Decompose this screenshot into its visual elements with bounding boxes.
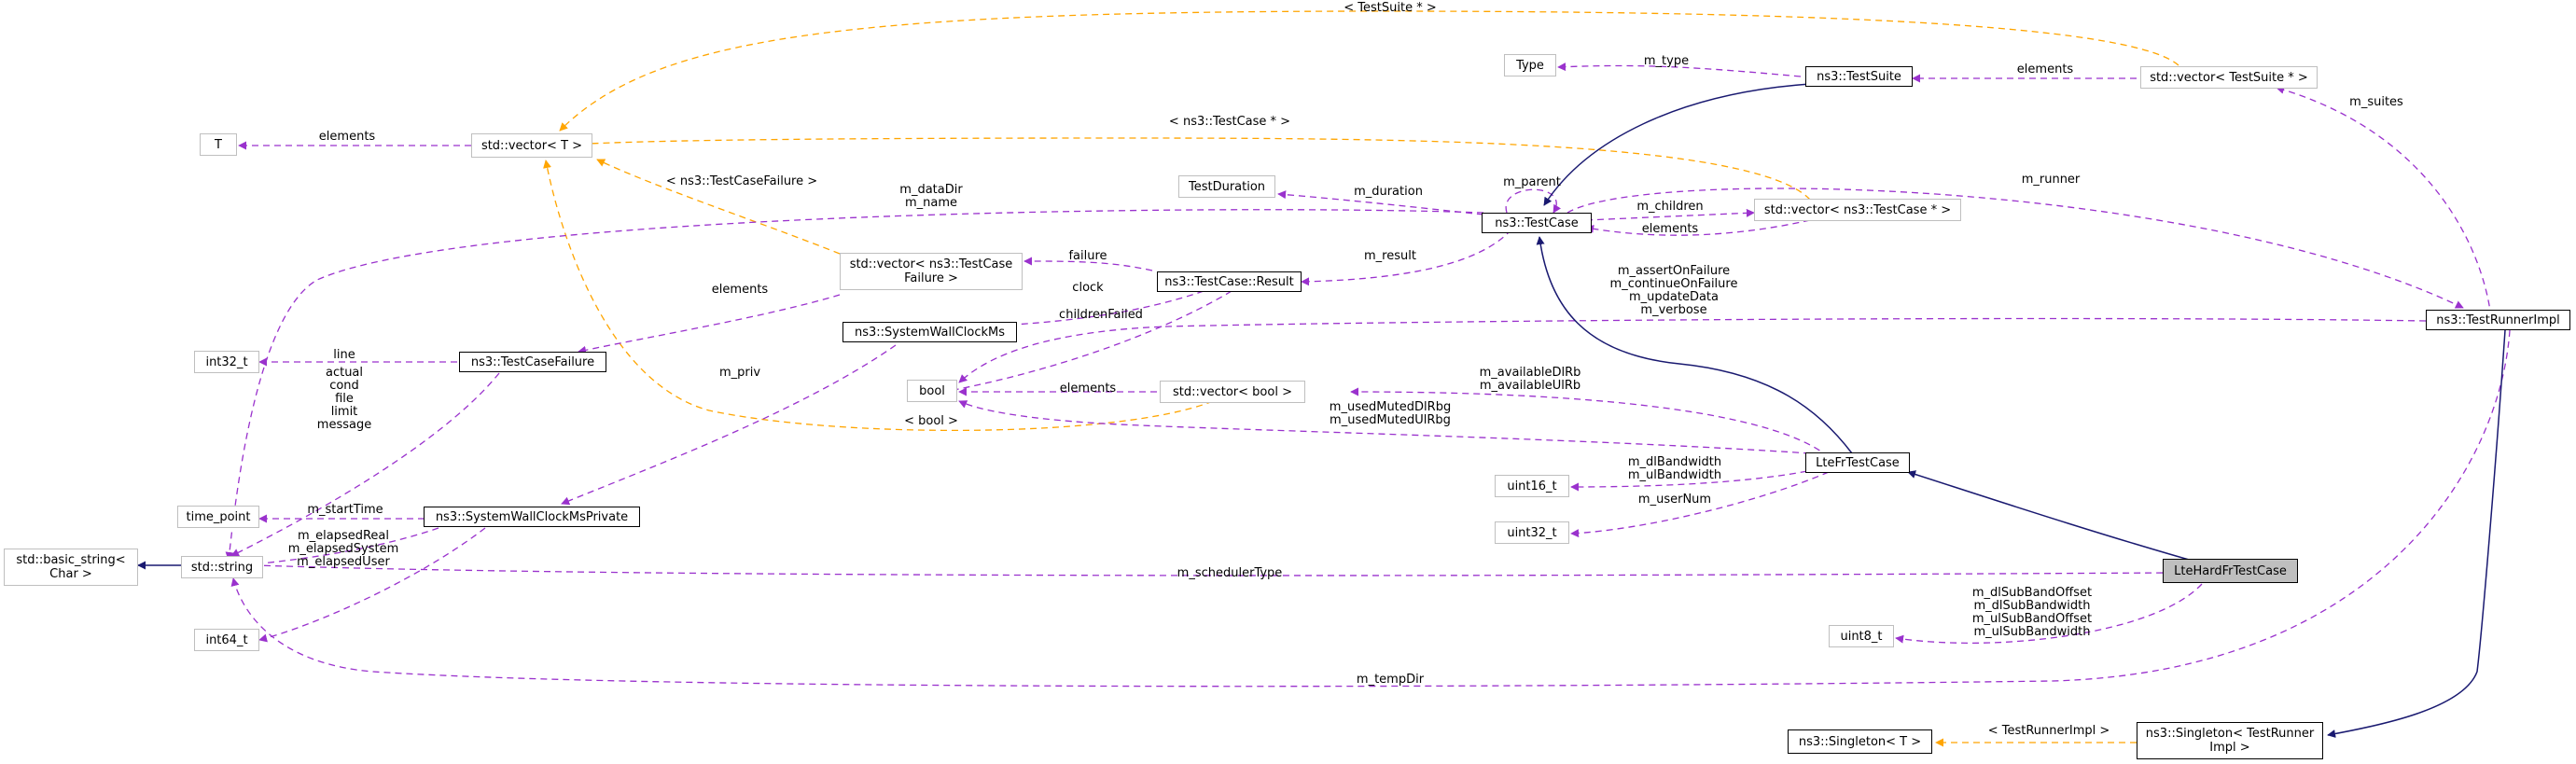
label-m-datadir-name: m_dataDir m_name (899, 183, 963, 210)
edge-testsuite-to-testcase (1543, 83, 1811, 206)
node-ns3-singleton-t[interactable]: ns3::Singleton< T > (1788, 729, 1932, 754)
label-m-priv: m_priv (718, 366, 761, 380)
node-lte-hard-fr-testcase[interactable]: LteHardFrTestCase (2163, 559, 2298, 583)
label-failure-elements: elements (711, 283, 769, 297)
label-m-schedulertype: m_schedulerType (1177, 566, 1283, 580)
label-testrunnerimpl-template: < TestRunnerImpl > (1987, 724, 2110, 738)
label-bool-template: < bool > (904, 414, 958, 428)
node-bool: bool (907, 380, 957, 402)
node-ns3-singleton-testrunnerimpl[interactable]: ns3::Singleton< TestRunner Impl > (2137, 722, 2323, 759)
edge-ltehardfrtestcase-to-ltefrtestcase (1907, 470, 2203, 564)
node-std-vector-bool: std::vector< bool > (1160, 381, 1305, 403)
label-m-tempdir: m_tempDir (1356, 673, 1425, 687)
edge-private-to-int64 (258, 527, 486, 643)
edge-testrunnerimpl-to-string (230, 329, 2511, 688)
edge-ltehardfrtestcase-to-string (255, 561, 2175, 576)
label-m-duration: m_duration (1354, 185, 1423, 199)
node-std-vector-testcasefailure: std::vector< ns3::TestCase Failure > (840, 253, 1023, 290)
edge-testrunnerimpl-to-bool (958, 317, 2427, 383)
label-used-muted-rbg: m_usedMutedDlRbg m_usedMutedUlRbg (1329, 400, 1452, 427)
label-line: line (333, 348, 355, 362)
node-time-point: time_point (177, 506, 259, 528)
label-m-elapsed: m_elapsedReal m_elapsedSystem m_elapsedU… (287, 529, 399, 569)
label-childrenfailed: childrenFailed (1059, 308, 1143, 322)
node-std-vector-testcase-ptr: std::vector< ns3::TestCase * > (1754, 199, 1961, 221)
label-clock: clock (1072, 281, 1104, 295)
label-m-runner: m_runner (2021, 173, 2081, 187)
node-int64-t: int64_t (194, 629, 259, 651)
edge-result-to-bool (943, 290, 1232, 395)
edge-testrunnerimpl-to-singleton (2327, 329, 2506, 738)
edge-vector-testcasefailure-to-vector-t (596, 159, 841, 255)
edge-testcase-to-result (1301, 229, 1512, 286)
label-m-suites: m_suites (2349, 95, 2403, 109)
label-failure-strings: actual cond file limit message (316, 366, 372, 432)
label-bool-elements: elements (1059, 382, 1117, 396)
node-type: Type (1504, 54, 1556, 76)
edge-ltefrtestcase-to-uint16 (1570, 465, 1830, 492)
node-int32-t: int32_t (194, 351, 259, 373)
label-m-type: m_type (1643, 54, 1690, 68)
label-runner-flags: m_assertOnFailure m_continueOnFailure m_… (1609, 264, 1738, 317)
edge-result-to-vector-testcasefailure (1023, 257, 1153, 271)
edge-ltefrtestcase-to-uint32 (1570, 471, 1830, 538)
edge-testrunnerimpl-to-vector-testsuite (2276, 85, 2492, 318)
node-ns3-systemwallclockmsprivate[interactable]: ns3::SystemWallClockMsPrivate (424, 507, 640, 527)
edge-testsuite-to-type (1557, 63, 1802, 77)
label-subband: m_dlSubBandOffset m_dlSubBandwidth m_ulS… (1971, 586, 2093, 639)
label-testcasefailure-template: < ns3::TestCaseFailure > (665, 174, 818, 188)
node-std-basic-string: std::basic_string< Char > (4, 549, 138, 586)
edge-ltefrtestcase-to-vector-bool (1350, 387, 1830, 458)
label-m-parent: m_parent (1503, 175, 1561, 189)
label-failure: failure (1068, 249, 1107, 263)
node-ns3-testcasefailure[interactable]: ns3::TestCaseFailure (459, 352, 606, 372)
node-uint16-t: uint16_t (1495, 475, 1569, 497)
node-lte-fr-testcase[interactable]: LteFrTestCase (1805, 452, 1910, 473)
edge-testcase-to-vector-testcase (1585, 208, 1755, 221)
edge-testcasefailure-to-string (230, 372, 500, 557)
label-m-usernum: m_userNum (1637, 493, 1712, 507)
node-uint8-t: uint8_t (1829, 625, 1894, 647)
edge-testcase-to-string (225, 209, 1484, 561)
label-m-result: m_result (1364, 249, 1416, 263)
node-ns3-testcase[interactable]: ns3::TestCase (1482, 213, 1592, 233)
label-vector-t-elements: elements (318, 130, 376, 144)
edge-systemwallclockms-to-private (561, 344, 897, 506)
edge-private-to-string (251, 527, 439, 568)
node-ns3-testcase-result[interactable]: ns3::TestCase::Result (1157, 271, 1302, 292)
label-suite-elements: elements (2016, 63, 2074, 76)
edge-ltefrtestcase-to-testcase (1536, 236, 1853, 454)
edge-testcase-parent-loop (1505, 188, 1562, 214)
edge-vector-testcasefailure-to-testcasefailure (578, 294, 841, 354)
node-uint32-t: uint32_t (1495, 521, 1569, 544)
node-ns3-testrunnerimpl[interactable]: ns3::TestRunnerImpl (2426, 310, 2570, 330)
label-m-children: m_children (1636, 200, 1704, 214)
label-bandwidth: m_dlBandwidth m_ulBandwidth (1627, 455, 1722, 482)
edge-vector-testcase-to-vector-t (568, 137, 1811, 201)
label-testcase-ptr-template: < ns3::TestCase * > (1168, 115, 1291, 129)
node-ns3-systemwallclockms[interactable]: ns3::SystemWallClockMs (842, 322, 1017, 342)
node-std-string: std::string (181, 556, 263, 578)
node-ns3-testsuite[interactable]: ns3::TestSuite (1805, 66, 1913, 87)
label-m-starttime: m_startTime (307, 503, 383, 517)
node-t: T (200, 133, 237, 156)
edge-testcase-to-testduration (1277, 190, 1484, 215)
label-testsuite-template: < TestSuite * > (1344, 1, 1437, 15)
edge-ltefrtestcase-to-bool (958, 400, 1811, 454)
edge-vector-testsuite-to-vector-t (559, 10, 2179, 132)
node-testduration: TestDuration (1178, 175, 1275, 198)
node-std-vector-t: std::vector< T > (471, 133, 592, 158)
node-std-vector-testsuite: std::vector< TestSuite * > (2140, 66, 2318, 89)
edge-vector-bool-to-vector-t (543, 160, 1214, 432)
label-children-elements: elements (1641, 222, 1699, 236)
label-available-rb: m_availableDlRb m_availableUlRb (1479, 366, 1581, 393)
